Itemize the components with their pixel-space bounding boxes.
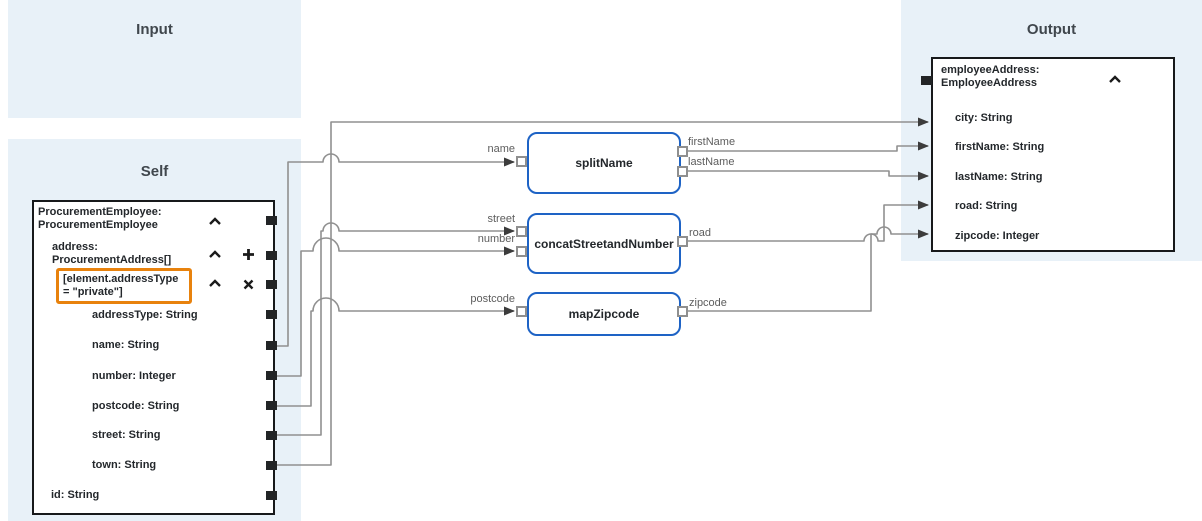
wire-mapZipcode-zipcode-to-output-zipcode[interactable]: [688, 226, 929, 312]
wire-self-name-to-splitName-name[interactable]: [277, 153, 515, 347]
wire-self-postcode-to-mapZipcode-postcode[interactable]: [277, 297, 515, 407]
tree-field-street[interactable]: street: String: [92, 429, 161, 441]
tree-field-number[interactable]: number: Integer: [92, 370, 176, 382]
output-panel-title: Output: [1026, 21, 1077, 38]
port-splitname-in-name[interactable]: [516, 156, 527, 167]
filter-expression-text: [element.addressType = "private"]: [63, 273, 179, 298]
port-self-procurement-employee[interactable]: [266, 216, 277, 225]
tree-field-name[interactable]: name: String: [92, 339, 160, 351]
tree-field-firstname[interactable]: firstName: String: [955, 141, 1045, 153]
function-splitname[interactable]: splitName: [527, 132, 681, 194]
tree-field-city[interactable]: city: String: [955, 112, 1013, 124]
function-mapzipcode-label: mapZipcode: [568, 307, 640, 321]
port-concat-in-street[interactable]: [516, 226, 527, 237]
self-panel-title: Self: [140, 163, 169, 180]
tree-field-lastname[interactable]: lastName: String: [955, 171, 1043, 183]
tree-node-employee-address[interactable]: employeeAddress: EmployeeAddress: [941, 64, 1040, 89]
port-mapzipcode-out-zipcode[interactable]: [677, 306, 688, 317]
wire-self-number-to-concatStreetandNumber-number[interactable]: [277, 237, 515, 377]
port-self-name[interactable]: [266, 341, 277, 350]
port-self-number[interactable]: [266, 371, 277, 380]
port-concat-in-number[interactable]: [516, 246, 527, 257]
port-self-street[interactable]: [266, 431, 277, 440]
port-self-filter[interactable]: [266, 280, 277, 289]
port-mapzipcode-in-postcode[interactable]: [516, 306, 527, 317]
input-panel: Input: [8, 0, 301, 118]
chevron-up-icon[interactable]: [208, 217, 222, 226]
port-label-street: street: [487, 213, 515, 225]
port-label-firstname: firstName: [688, 136, 736, 148]
port-label-zipcode: zipcode: [689, 297, 727, 309]
wire-self-town-to-output-city[interactable]: [277, 117, 929, 466]
wire-self-street-to-concatStreetandNumber-street[interactable]: [277, 222, 515, 436]
wire-concatStreetandNumber-road-to-output-road[interactable]: [688, 200, 929, 242]
output-tree-box: [931, 57, 1175, 252]
function-concatstreetandnumber-label: concatStreetandNumber: [534, 236, 674, 251]
tree-field-postcode[interactable]: postcode: String: [92, 400, 180, 412]
port-concat-out-road[interactable]: [677, 236, 688, 247]
tree-field-id[interactable]: id: String: [51, 489, 100, 501]
tree-field-road[interactable]: road: String: [955, 200, 1018, 212]
port-label-name: name: [487, 143, 515, 155]
filter-expression-box[interactable]: [element.addressType = "private"]: [56, 268, 192, 304]
port-self-postcode[interactable]: [266, 401, 277, 410]
port-label-road: road: [689, 227, 712, 239]
port-label-postcode: postcode: [470, 293, 515, 305]
port-splitname-out-firstname[interactable]: [677, 146, 688, 157]
port-label-number: number: [477, 233, 515, 245]
function-concatstreetandnumber[interactable]: concatStreetandNumber: [527, 213, 681, 274]
port-self-addresstype[interactable]: [266, 310, 277, 319]
port-label-lastname: lastName: [688, 156, 735, 168]
tree-field-addresstype[interactable]: addressType: String: [92, 309, 198, 321]
tree-node-procurement-employee[interactable]: ProcurementEmployee: ProcurementEmployee: [38, 206, 162, 231]
port-self-id[interactable]: [266, 491, 277, 500]
plus-icon[interactable]: [242, 248, 255, 261]
port-output-employee-address[interactable]: [921, 76, 932, 85]
tree-field-zipcode[interactable]: zipcode: Integer: [955, 230, 1040, 242]
port-splitname-out-lastname[interactable]: [677, 166, 688, 177]
chevron-up-icon[interactable]: [1108, 75, 1122, 84]
port-self-address[interactable]: [266, 251, 277, 260]
x-icon[interactable]: [243, 279, 254, 290]
wire-splitName-firstName-to-output-firstName[interactable]: [688, 141, 929, 152]
function-mapzipcode[interactable]: mapZipcode: [527, 292, 681, 336]
tree-field-town[interactable]: town: String: [92, 459, 157, 471]
input-panel-title: Input: [136, 21, 173, 38]
chevron-up-icon[interactable]: [208, 279, 222, 288]
chevron-up-icon[interactable]: [208, 250, 222, 259]
function-splitname-label: splitName: [575, 156, 633, 170]
port-self-town[interactable]: [266, 461, 277, 470]
self-tree-box: [32, 200, 275, 515]
tree-node-address[interactable]: address: ProcurementAddress[]: [52, 241, 172, 266]
wire-splitName-lastName-to-output-lastName[interactable]: [688, 170, 929, 181]
